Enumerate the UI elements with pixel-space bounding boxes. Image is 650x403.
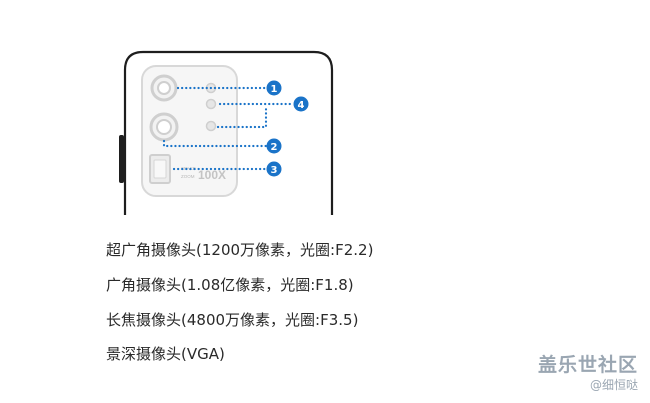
spec-depth: 景深摄像头(VGA) xyxy=(106,345,225,363)
svg-text:1: 1 xyxy=(271,84,278,95)
svg-text:3: 3 xyxy=(271,165,278,176)
callout-3: 3 xyxy=(266,161,282,177)
phone-outline xyxy=(123,50,334,215)
side-button xyxy=(119,135,124,183)
ultra-wide-lens xyxy=(150,74,178,102)
svg-text:2: 2 xyxy=(271,142,278,153)
watermark-logo: 盖乐世社区 xyxy=(537,354,638,376)
spec-ultra-wide: 超广角摄像头(1200万像素，光圈:F2.2) xyxy=(106,241,374,259)
spec-wide: 广角摄像头(1.08亿像素，光圈:F1.8) xyxy=(106,276,354,294)
spec-telephoto: 长焦摄像头(4800万像素，光圈:F3.5) xyxy=(106,311,359,329)
callout-4: 4 xyxy=(293,96,309,112)
telephoto-lens xyxy=(149,154,171,184)
callout-1: 1 xyxy=(266,80,282,96)
zoom-badge-small-2: ZOOM xyxy=(181,174,195,179)
sensor-dot-extra xyxy=(205,120,217,132)
zoom-badge-small-1: SPACE xyxy=(181,166,196,171)
svg-text:4: 4 xyxy=(298,100,305,111)
camera-diagram: SPACE ZOOM 100X 1 4 2 3 xyxy=(119,50,334,215)
sensor-dot-4 xyxy=(205,98,217,110)
zoom-badge-big: 100X xyxy=(198,168,226,182)
watermark-handle: @细恒哒 xyxy=(589,378,638,392)
leader-line-2 xyxy=(162,106,268,148)
callout-2: 2 xyxy=(266,138,282,154)
wide-lens xyxy=(149,112,179,142)
